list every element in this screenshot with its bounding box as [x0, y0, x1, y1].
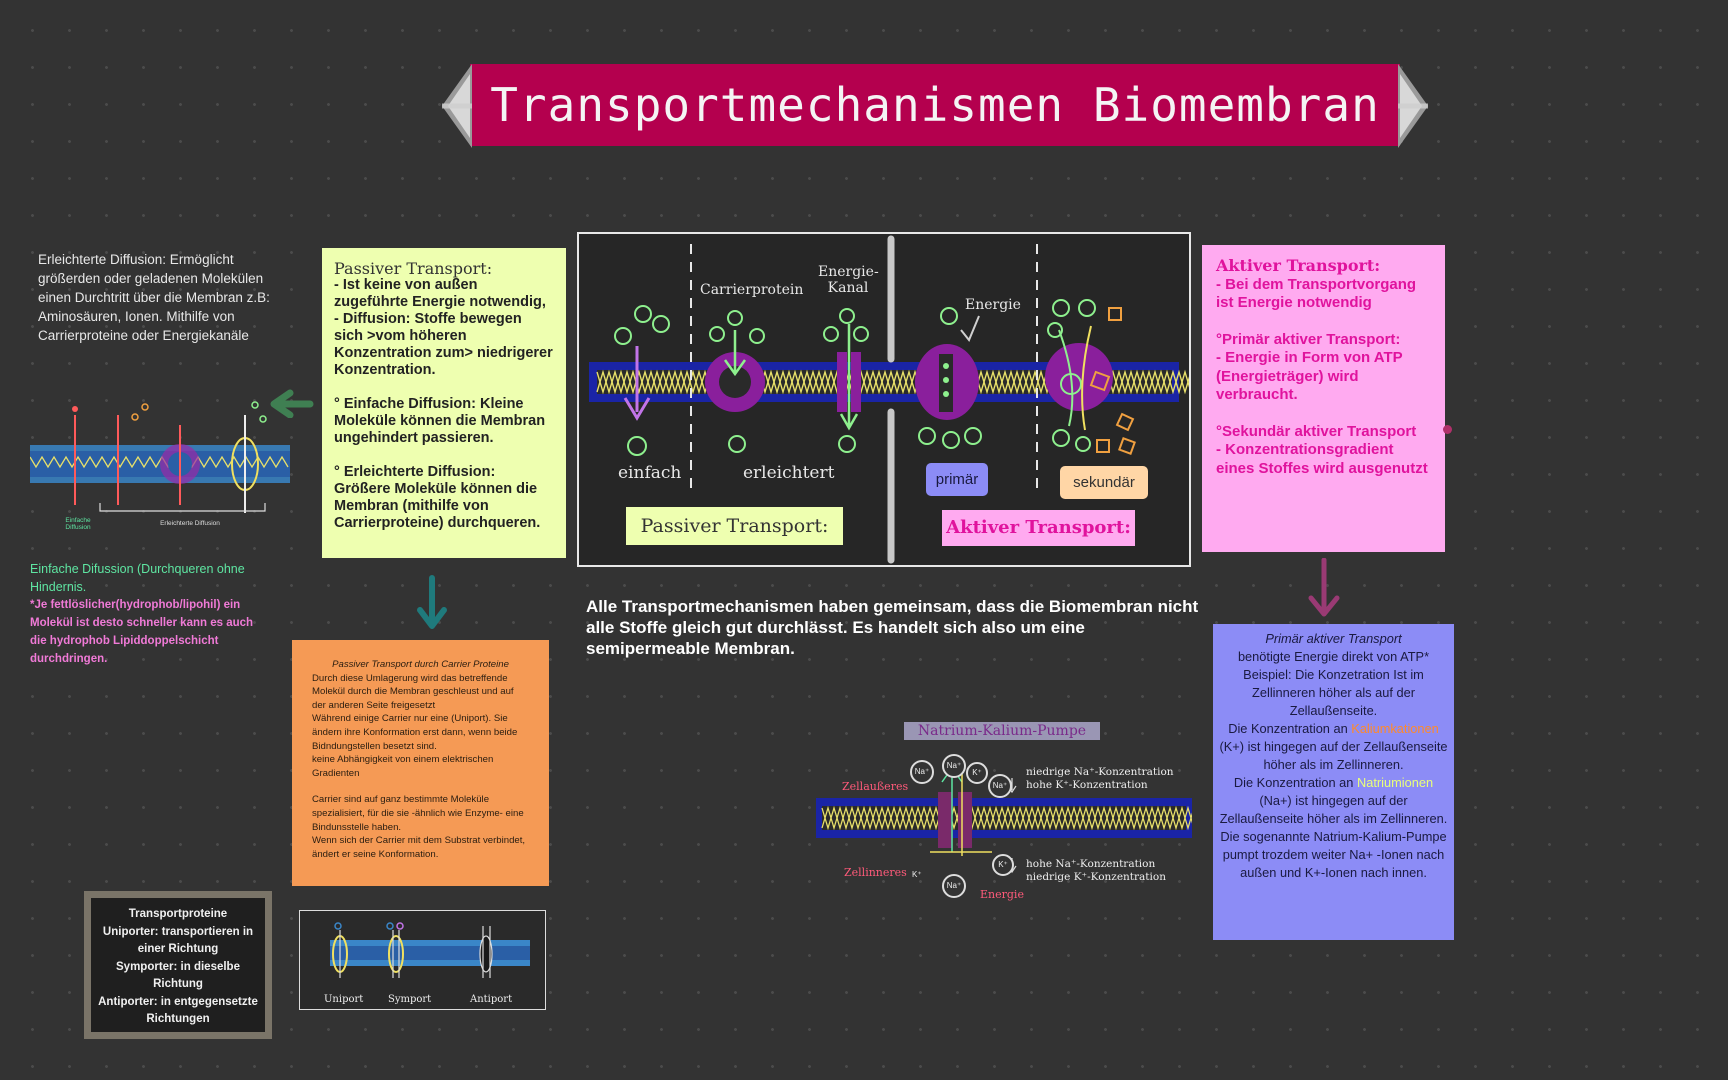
symport-label: Symport	[388, 994, 432, 1005]
arrow-left-icon	[270, 389, 314, 418]
pump-top-1: niedrige Na⁺-Konzentration	[1026, 766, 1174, 778]
na-ion-2: Na⁺	[942, 754, 966, 778]
left-figure-simple-label: Einfache Diffusion	[65, 517, 91, 531]
passive-heading: Passiver Transport:	[334, 259, 493, 278]
active-heading: Aktiver Transport:	[1216, 256, 1381, 275]
page-title: Transportmechanismen Biomembran	[490, 78, 1380, 132]
facilitated-label: erleichtert	[743, 463, 835, 483]
primary-active-heading: Primär aktiver Transport	[1265, 631, 1402, 646]
simple-label: einfach	[618, 463, 682, 483]
carrier-p3: keine Abhängigkeit von einem elektrische…	[312, 754, 494, 779]
t2-potassium: Kaliumkationen	[1351, 721, 1439, 736]
pump-bottom-conc: hohe Na⁺-Konzentration niedrige K⁺-Konze…	[1026, 858, 1166, 884]
primary-active-t4: Die sogenannte Natrium-Kalium-Pumpe pump…	[1220, 829, 1447, 880]
pump-drawing	[816, 766, 1192, 874]
pump-bot-2: niedrige K⁺-Konzentration	[1026, 871, 1166, 883]
carrier-p2: Während einige Carrier nur eine (Uniport…	[312, 713, 518, 752]
k-label: K⁺	[912, 870, 922, 879]
antiport-label: Antiport	[470, 994, 513, 1005]
tp-antiporter: Antiporter: in entgegensetzte Richtungen	[98, 995, 258, 1026]
active-transport-card: Aktiver Transport: - Bei dem Transportvo…	[1202, 245, 1445, 552]
carrier-heading: Passiver Transport durch Carrier Protein…	[332, 659, 509, 670]
pump-top-2: hohe K⁺-Konzentration	[1026, 779, 1148, 791]
passive-point-1: - Ist keine von außen zugeführte Energie…	[334, 277, 546, 310]
active-primary-heading: °Primär aktiver Transport:	[1216, 330, 1401, 348]
pump-energy-label: Energie	[980, 888, 1024, 901]
pump-top-conc: niedrige Na⁺-Konzentration hohe K⁺-Konze…	[1026, 766, 1174, 792]
carrier-proteins-card: Passiver Transport durch Carrier Protein…	[292, 640, 549, 886]
passive-transport-card: Passiver Transport: - Ist keine von auße…	[322, 248, 566, 558]
arrow-down-icon	[417, 575, 447, 629]
active-point-3: - Konzentrationsgradient eines Stoffes w…	[1216, 441, 1428, 477]
energy-label: Energie	[965, 297, 1021, 313]
primary-active-card: Primär aktiver Transport benötigte Energ…	[1213, 624, 1454, 940]
pump-bot-1: hohe Na⁺-Konzentration	[1026, 858, 1156, 870]
tp-heading: Transportproteine	[128, 908, 228, 920]
t2-c: (K+) ist hingegen auf der Zellaußenseite…	[1219, 739, 1448, 772]
active-transport-label: Aktiver Transport:	[942, 510, 1135, 546]
primary-active-t1: benötigte Energie direkt von ATP* Beispi…	[1237, 649, 1430, 718]
carrier-p1: Durch diese Umlagerung wird das betreffe…	[312, 672, 514, 711]
primary-active-t2: Die Konzentration an Kaliumkationen (K+)…	[1219, 720, 1448, 774]
facilitated-diffusion-note: Erleichterte Diffusion: Ermöglicht größe…	[38, 252, 270, 343]
passive-point-2: - Diffusion: Stoffe bewegen sich >vom hö…	[334, 311, 553, 378]
banner-fill	[472, 68, 1398, 146]
t3-sodium: Natriumionen	[1356, 775, 1434, 790]
outside-label: Zellaußeres	[842, 780, 909, 793]
arrow-down-pink-icon	[1308, 558, 1340, 617]
porter-drawing	[330, 922, 530, 978]
transport-diagram-drawing	[589, 235, 1189, 564]
active-point-1: - Bei dem Transportvorgang ist Energie n…	[1216, 275, 1417, 312]
active-secondary-heading: °Sekundär aktiver Transport	[1216, 422, 1417, 440]
t3-c: (Na+) ist hingegen auf der Zellaußenseit…	[1219, 793, 1448, 826]
simple-diffusion-text: Einfache Difussion (Durchqueren ohne Hin…	[30, 562, 245, 594]
t3-a: Die Konzentration an	[1233, 775, 1357, 790]
inside-label: Zellinneres	[844, 866, 907, 879]
passive-point-3: ° Einfache Diffusion: Kleine Moleküle kö…	[334, 396, 546, 446]
tp-symporter: Symporter: in dieselbe Richtung	[116, 960, 240, 991]
uniport-label: Uniport	[324, 994, 364, 1005]
na-ion-4: Na⁺	[942, 874, 966, 898]
summary-text: Alle Transportmechanismen haben gemeinsa…	[586, 597, 1199, 658]
passive-transport-label: Passiver Transport:	[626, 507, 843, 545]
connector-dot	[1443, 425, 1452, 434]
carrier-protein-label: Carrierprotein	[700, 282, 804, 298]
primary-badge: primär	[926, 463, 988, 496]
na-ion-3: Na⁺	[988, 774, 1012, 798]
active-point-2: - Energie in Form von ATP (Energieträger…	[1216, 349, 1403, 403]
passive-point-4: ° Erleichterte Diffusion: Größere Molekü…	[334, 464, 541, 531]
simple-diffusion-note: Einfache Difussion (Durchqueren ohne Hin…	[30, 560, 270, 668]
pump-title: Natrium-Kalium-Pumpe	[904, 722, 1100, 740]
left-figure-facilitated-label: Erleichterte Diffusion	[160, 520, 220, 527]
transport-proteins-card: Transportproteine Uniporter: transportie…	[84, 891, 272, 1039]
tp-uniporter: Uniporter: transportieren in einer Richt…	[102, 925, 254, 956]
fat-soluble-text: *Je fettlöslicher(hydrophob/lipohil) ein…	[30, 599, 254, 665]
secondary-badge: sekundär	[1060, 466, 1148, 499]
na-ion-1: Na⁺	[910, 760, 934, 784]
primary-active-t3: Die Konzentration an Natriumionen (Na+) …	[1219, 774, 1448, 828]
k-ion-2: K⁺	[992, 854, 1014, 876]
k-ion-1: K⁺	[966, 762, 988, 784]
t2-a: Die Konzentration an	[1228, 721, 1352, 736]
carrier-p5: Wenn sich der Carrier mit dem Substrat v…	[312, 835, 526, 860]
carrier-p4: Carrier sind auf ganz bestimmte Moleküle…	[312, 794, 524, 833]
channel-label: Energie-Kanal	[818, 264, 879, 296]
left-membrane-figure	[30, 401, 290, 513]
